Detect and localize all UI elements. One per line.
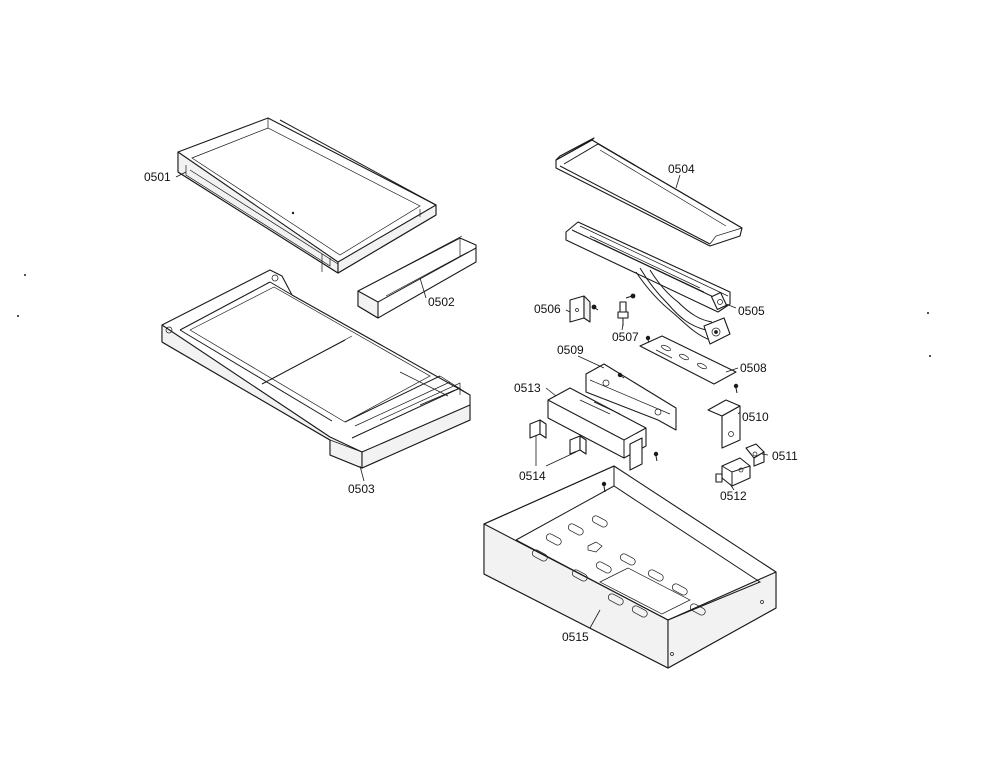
label-0502: 0502 xyxy=(428,295,455,309)
part-0504-heat-shield[interactable] xyxy=(555,137,743,247)
label-0513: 0513 xyxy=(514,381,541,395)
part-0505-burner-tube[interactable] xyxy=(565,221,731,345)
part-0506-bracket[interactable] xyxy=(569,295,599,323)
part-0513-manifold-bracket[interactable] xyxy=(547,387,659,471)
part-0514-clips[interactable] xyxy=(529,419,587,455)
label-0512: 0512 xyxy=(720,489,747,503)
part-0501-griddle-plate[interactable] xyxy=(177,117,437,274)
label-0510: 0510 xyxy=(742,410,769,424)
label-0509: 0509 xyxy=(557,343,584,357)
label-0505: 0505 xyxy=(738,304,765,318)
scan-specks xyxy=(16,273,932,357)
label-0504: 0504 xyxy=(668,162,695,176)
part-0515-burner-box[interactable] xyxy=(483,465,777,669)
part-0512-gas-valve[interactable] xyxy=(715,457,751,487)
part-0507-igniter[interactable] xyxy=(617,293,651,346)
part-0502-grease-trough[interactable] xyxy=(357,235,477,319)
label-0507: 0507 xyxy=(612,330,639,344)
part-0508-mounting-plate[interactable] xyxy=(639,335,737,385)
part-0503-drip-tray[interactable] xyxy=(161,269,471,469)
part-0511-valve-nut[interactable] xyxy=(745,443,765,467)
label-0503: 0503 xyxy=(348,482,375,496)
label-0514: 0514 xyxy=(519,469,546,483)
label-0508: 0508 xyxy=(740,361,767,375)
part-0509-valve-bracket[interactable] xyxy=(585,363,677,431)
label-0501: 0501 xyxy=(144,170,171,184)
label-0506: 0506 xyxy=(534,302,561,316)
leader-lines xyxy=(175,171,769,629)
part-0510-small-bracket[interactable] xyxy=(707,383,741,449)
part-labels: 0501 0502 0503 0504 0505 0506 0507 0508 … xyxy=(144,162,798,644)
label-0511: 0511 xyxy=(772,449,798,463)
label-0515: 0515 xyxy=(562,630,589,644)
